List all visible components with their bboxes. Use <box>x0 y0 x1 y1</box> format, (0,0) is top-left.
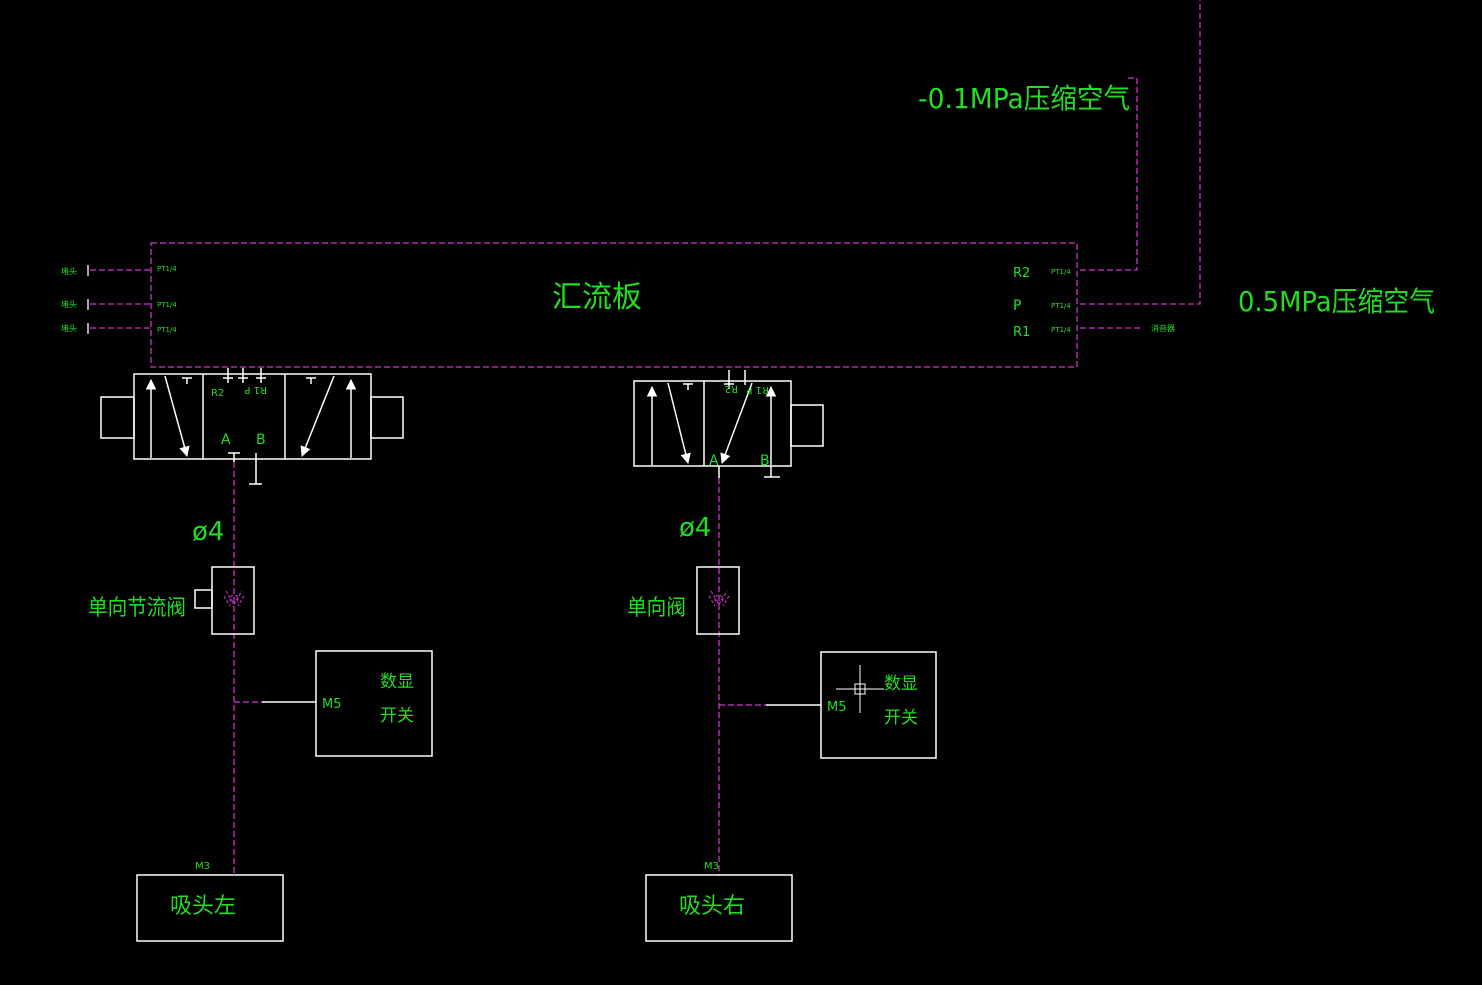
crosshair-cursor-icon <box>836 665 884 713</box>
port-thread: PT1/4 <box>157 301 177 309</box>
port-thread: PT1/4 <box>157 265 177 273</box>
vacuum-supply-label: -0.1MPa压缩空气 <box>918 82 1130 115</box>
port-name: P <box>1013 298 1021 314</box>
valve-right-port-a: A <box>709 453 719 469</box>
suction-cup-right <box>645 874 793 942</box>
pressure-switch-left <box>315 650 433 757</box>
pressure-switch-right-line1: 数显 <box>884 674 918 694</box>
port-name: R1 <box>1013 325 1030 340</box>
valve-right-port-r2: R2 <box>725 383 738 394</box>
check-valve-left-symbol <box>223 590 245 607</box>
pressure-switch-left-line2: 开关 <box>380 706 414 726</box>
plug-tag: 堵头 <box>61 266 77 276</box>
manifold-left-port: 堵头 PT1/4 <box>61 265 177 276</box>
pressure-switch-left-line1: 数显 <box>380 672 414 692</box>
manifold-right-port-r1: R1 PT1/4 消音器 <box>1013 323 1175 340</box>
pressure-switch-right-line2: 开关 <box>884 708 918 728</box>
valve-right-port-b: B <box>760 453 770 469</box>
manifold-outline <box>150 242 1078 368</box>
pressure-supply-line <box>1080 0 1201 305</box>
branch-right: ø4 单向阀 M5 数显 开关 M3 吸头右 <box>627 478 937 942</box>
plug-tag: 堵头 <box>61 323 77 333</box>
manifold-right-port-r2: R2 PT1/4 <box>1013 266 1071 281</box>
manifold-left-port: 堵头 PT1/4 <box>61 323 177 334</box>
manifold-right-port-p: P PT1/4 <box>1013 298 1071 314</box>
branch-left-tube-size: ø4 <box>192 517 224 547</box>
branch-right-tube-size: ø4 <box>679 513 711 543</box>
valve-left-port-r1p: R1 P <box>244 384 267 395</box>
check-valve-left-label: 单向节流阀 <box>88 596 186 621</box>
check-valve-left-knob <box>194 589 213 609</box>
valve-left-port-r2: R2 <box>211 388 224 399</box>
port-thread: PT1/4 <box>1051 302 1071 310</box>
silencer-tag: 消音器 <box>1151 323 1175 333</box>
suction-cup-right-label: 吸头右 <box>679 894 745 919</box>
manifold: 汇流板 堵头 PT1/4 堵头 PT1/4 堵头 PT1/4 R2 PT1/4 … <box>61 242 1175 368</box>
pressure-switch-right-port: M5 <box>827 700 847 715</box>
valve-left-port-b: B <box>256 432 266 448</box>
valve-left-actuator <box>100 396 135 439</box>
suction-cup-left-label: 吸头左 <box>170 894 236 919</box>
vacuum-supply-line <box>1080 77 1138 271</box>
plug-tag: 堵头 <box>61 299 77 309</box>
valve-right-actuator <box>790 404 824 447</box>
valve-left-port-a: A <box>221 432 231 448</box>
branch-left: ø4 单向节流阀 M5 数显 开关 M3 吸头左 <box>88 462 433 942</box>
valve-right-actuator <box>370 396 404 439</box>
suction-cup-right-port: M3 <box>704 861 719 872</box>
check-valve-right-body <box>696 566 740 635</box>
pressure-switch-left-port: M5 <box>322 697 342 712</box>
check-valve-right-symbol <box>708 590 730 607</box>
supply-lines <box>1080 0 1201 329</box>
port-thread: PT1/4 <box>1051 326 1071 334</box>
suction-cup-left-port: M3 <box>195 861 210 872</box>
manifold-left-port: 堵头 PT1/4 <box>61 299 177 310</box>
solenoid-valve-right <box>633 370 824 478</box>
port-thread: PT1/4 <box>157 326 177 334</box>
valve-right-port-r1p: R1 P <box>746 384 769 395</box>
check-valve-left-body <box>211 566 255 635</box>
port-name: R2 <box>1013 266 1030 281</box>
suction-cup-left <box>136 874 284 942</box>
manifold-title: 汇流板 <box>552 280 642 315</box>
pressure-supply-label: 0.5MPa压缩空气 <box>1238 285 1435 318</box>
port-thread: PT1/4 <box>1051 268 1071 276</box>
check-valve-right-label: 单向阀 <box>627 596 686 621</box>
solenoid-valve-left <box>100 368 404 485</box>
